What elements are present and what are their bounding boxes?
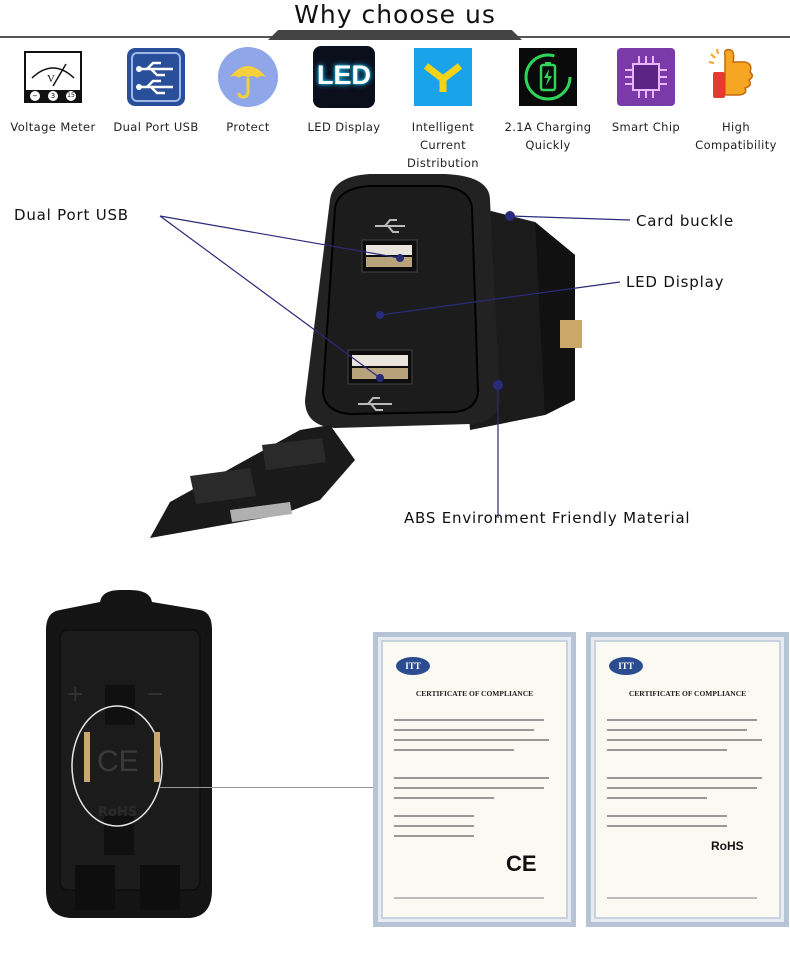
certificate-text-line bbox=[607, 825, 727, 827]
certificate-text-line bbox=[607, 815, 727, 817]
callout-dual-port-usb: Dual Port USB bbox=[14, 206, 129, 224]
title-tab-decoration bbox=[268, 30, 522, 40]
certificate-text-line bbox=[394, 787, 544, 789]
certificate-logo: ITT bbox=[609, 657, 643, 675]
feature-voltage-meter: V − 3 15 Voltage Meter bbox=[8, 46, 98, 136]
certificate-text-line bbox=[394, 797, 494, 799]
product-illustration bbox=[150, 174, 631, 538]
certificate-text-line bbox=[607, 797, 707, 799]
meter-button-minus: − bbox=[30, 91, 40, 101]
chip-icon bbox=[615, 46, 677, 108]
certificate-text-line bbox=[394, 825, 474, 827]
led-display-icon: LED bbox=[313, 46, 375, 108]
back-ce-mark: CE bbox=[97, 745, 139, 778]
certificate-text-line bbox=[394, 749, 514, 751]
certificate-text-line bbox=[607, 719, 757, 721]
callout-card-buckle: Card buckle bbox=[636, 212, 735, 230]
meter-button-3: 3 bbox=[48, 91, 58, 101]
certificate-footer-line bbox=[394, 897, 544, 899]
certificate-text-line bbox=[607, 729, 747, 731]
certificate-text-line bbox=[607, 787, 757, 789]
callout-led-display: LED Display bbox=[626, 273, 725, 291]
voltage-meter-icon: V − 3 15 bbox=[22, 46, 84, 108]
certificate-ce-mark: CE bbox=[506, 851, 537, 876]
page-title: Why choose us bbox=[294, 0, 496, 29]
feature-high-compatibility: High Compatibility bbox=[691, 46, 781, 154]
certificate-text-line bbox=[394, 719, 544, 721]
meter-button-15: 15 bbox=[66, 91, 76, 101]
certificate-text-line bbox=[607, 777, 762, 779]
feature-label: Smart Chip bbox=[611, 120, 681, 134]
feature-label: Dual Port USB bbox=[113, 120, 199, 134]
feature-label: Voltage Meter bbox=[10, 120, 96, 134]
certificate-text-line bbox=[607, 749, 727, 751]
feature-label: Intelligent Current Distribution bbox=[407, 120, 479, 170]
polarity-plus-label: + bbox=[66, 682, 85, 707]
certificate-rohs: ITT CERTIFICATE OF COMPLIANCE RoHS bbox=[586, 632, 789, 927]
usb-ports-icon bbox=[125, 46, 187, 108]
meter-letter: V bbox=[47, 73, 55, 85]
product-diagram: Dual Port USB Card buckle LED Display AB… bbox=[0, 160, 790, 580]
led-icon-text: LED bbox=[317, 60, 371, 90]
feature-current-distribution: Intelligent Current Distribution bbox=[398, 46, 488, 172]
product-back-view: + − CE RoHS bbox=[40, 590, 240, 925]
certificate-logo: ITT bbox=[396, 657, 430, 675]
feature-label: LED Display bbox=[307, 120, 381, 134]
callout-abs-material: ABS Environment Friendly Material bbox=[404, 509, 691, 527]
feature-dual-port-usb: Dual Port USB bbox=[111, 46, 201, 136]
feature-fast-charging: 2.1A Charging Quickly bbox=[503, 46, 593, 154]
feature-label: 2.1A Charging Quickly bbox=[504, 120, 592, 152]
certificate-text-line bbox=[394, 777, 549, 779]
certificate-rohs-mark: RoHS bbox=[711, 839, 744, 853]
current-split-icon bbox=[412, 46, 474, 108]
battery-charging-icon bbox=[517, 46, 579, 108]
certificate-text-line bbox=[394, 835, 474, 837]
certificate-footer-line bbox=[607, 897, 757, 899]
feature-led-display: LED LED Display bbox=[299, 46, 389, 136]
feature-protect: Protect bbox=[203, 46, 293, 136]
feature-label: Protect bbox=[226, 120, 270, 134]
certificate-text-line bbox=[394, 729, 534, 731]
certificate-title: CERTIFICATE OF COMPLIANCE bbox=[628, 689, 747, 698]
certificate-text-line bbox=[394, 739, 549, 741]
feature-label: High Compatibility bbox=[695, 120, 777, 152]
thumbs-up-icon bbox=[705, 46, 767, 108]
certificate-text-line bbox=[607, 739, 762, 741]
back-view-pointer-line bbox=[160, 787, 388, 788]
feature-smart-chip: Smart Chip bbox=[601, 46, 691, 136]
back-rohs-mark: RoHS bbox=[98, 805, 138, 820]
polarity-minus-label: − bbox=[146, 682, 165, 707]
certificate-ce: ITT CERTIFICATE OF COMPLIANCE CE bbox=[373, 632, 576, 927]
umbrella-icon bbox=[217, 46, 279, 108]
certificate-title: CERTIFICATE OF COMPLIANCE bbox=[415, 689, 534, 698]
certificate-text-line bbox=[394, 815, 474, 817]
